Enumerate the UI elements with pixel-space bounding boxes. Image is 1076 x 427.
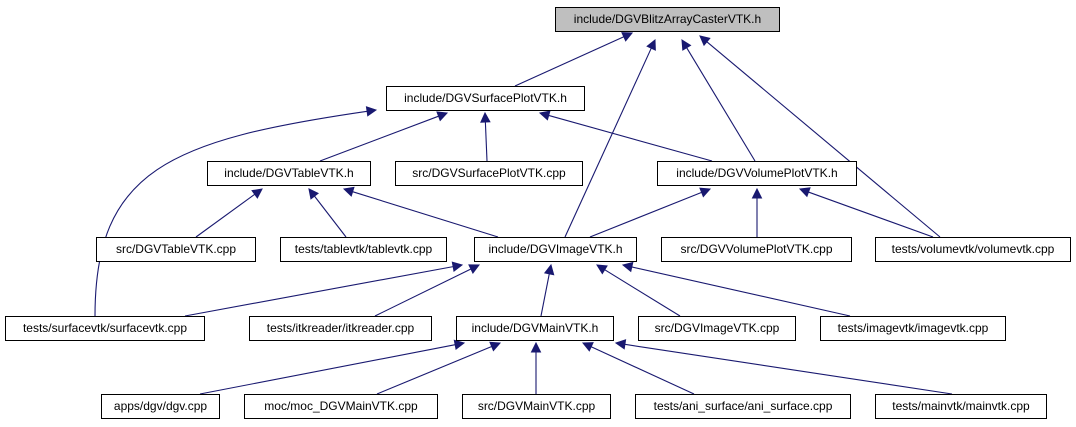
node-itkreader-cpp[interactable]: tests/itkreader/itkreader.cpp: [249, 316, 432, 341]
edge-imagevtk_cpp-to-image_h: [621, 261, 851, 317]
node-volumevtk-cpp[interactable]: tests/volumevtk/volumevtk.cpp: [875, 237, 1071, 262]
arrowhead: [538, 110, 551, 121]
arrowhead: [342, 186, 355, 197]
edge-ani_surface_cpp-to-main_h: [581, 342, 695, 395]
edge-image_h-to-volumeplot_h: [589, 187, 712, 238]
edge-surfaceplot_h-to-root: [514, 32, 634, 87]
edge-tablevtk_cpp-to-table_h: [308, 188, 347, 238]
arrowhead: [543, 263, 555, 276]
edge-image_h-to-root: [564, 38, 656, 238]
arrowhead: [751, 187, 763, 199]
edge-volumevtk_cpp-to-volumeplot_h: [798, 187, 934, 238]
edge-moc_cpp-to-main_h: [376, 341, 502, 395]
node-tablevtk-cpp[interactable]: tests/tablevtk/tablevtk.cpp: [280, 237, 447, 262]
arrowhead: [308, 188, 320, 200]
edge-main_h-to-image_h: [540, 263, 555, 317]
node-dgv-cpp[interactable]: apps/dgv/dgv.cpp: [101, 394, 220, 419]
edge-image_h-to-table_h: [342, 186, 499, 238]
edge-volumeplot_h-to-surfaceplot_h: [538, 110, 713, 162]
edge-surfacevtk_cpp-to-image_h: [184, 261, 464, 317]
edge-table_h-to-surfaceplot_h: [319, 111, 449, 162]
arrowhead: [699, 35, 711, 47]
arrowhead: [621, 32, 634, 42]
node-dgvvolumeplotvtk-cpp[interactable]: src/DGVVolumePlotVTK.cpp: [661, 237, 852, 262]
node-mainvtk-cpp[interactable]: tests/mainvtk/mainvtk.cpp: [875, 394, 1047, 419]
node-dgvsurfaceplotvtk-cpp[interactable]: src/DGVSurfacePlotVTK.cpp: [395, 161, 583, 186]
edge-mainvtk_cpp-to-main_h: [614, 339, 953, 395]
edge-volumeplot_cpp-to-volumeplot_h: [751, 187, 763, 237]
arrowhead: [453, 339, 466, 351]
edge-volumevtk_cpp-to-root: [699, 35, 941, 238]
node-dgvsurfaceplotvtk-h[interactable]: include/DGVSurfacePlotVTK.h: [386, 86, 585, 111]
node-dgvblitzarraycastervtk-h[interactable]: include/DGVBlitzArrayCasterVTK.h: [555, 7, 780, 32]
node-dgvimagevtk-cpp[interactable]: src/DGVImageVTK.cpp: [638, 316, 796, 341]
arrowhead: [699, 187, 712, 198]
node-moc-dgvmainvtk-cpp[interactable]: moc/moc_DGVMainVTK.cpp: [244, 394, 438, 419]
arrowhead: [489, 341, 502, 352]
node-ani-surface-cpp[interactable]: tests/ani_surface/ani_surface.cpp: [635, 394, 851, 419]
node-dgvtablevtk-h[interactable]: include/DGVTableVTK.h: [207, 161, 371, 186]
arrowhead: [681, 39, 692, 51]
arrowhead: [530, 341, 542, 353]
node-dgvmainvtk-h[interactable]: include/DGVMainVTK.h: [456, 316, 614, 341]
arrowhead: [251, 188, 263, 199]
arrowhead: [614, 339, 627, 350]
arrowhead: [646, 38, 656, 51]
arrowhead: [480, 111, 491, 123]
arrowhead: [365, 106, 378, 117]
edge-surfaceplot_cpp-to-surfaceplot_h: [480, 111, 491, 162]
node-dgvtablevtk-cpp[interactable]: src/DGVTableVTK.cpp: [96, 237, 256, 262]
node-dgvvolumeplotvtk-h[interactable]: include/DGVVolumePlotVTK.h: [657, 161, 857, 186]
arrowhead: [621, 261, 634, 273]
arrowhead: [581, 342, 594, 352]
node-dgvmainvtk-cpp[interactable]: src/DGVMainVTK.cpp: [462, 394, 611, 419]
edge-dgv_cpp-to-main_h: [199, 339, 466, 395]
edge-surfacevtk_cpp-to-surfaceplot_h: [94, 106, 378, 317]
edge-itkreader_cpp-to-image_h: [374, 264, 481, 317]
edge-table_cpp-to-table_h: [195, 188, 263, 238]
edge-image_cpp-to-image_h: [596, 264, 681, 317]
arrowhead: [596, 264, 608, 275]
arrowhead: [451, 261, 464, 272]
node-surfacevtk-cpp[interactable]: tests/surfacevtk/surfacevtk.cpp: [5, 316, 205, 341]
edge-volumeplot_h-to-root: [681, 39, 756, 162]
node-dgvimagevtk-h[interactable]: include/DGVImageVTK.h: [474, 237, 637, 262]
arrowhead: [468, 264, 481, 274]
arrowhead: [798, 187, 811, 198]
node-imagevtk-cpp[interactable]: tests/imagevtk/imagevtk.cpp: [820, 316, 1006, 341]
edge-main_cpp-to-main_h: [530, 341, 542, 394]
arrowhead: [436, 111, 449, 122]
